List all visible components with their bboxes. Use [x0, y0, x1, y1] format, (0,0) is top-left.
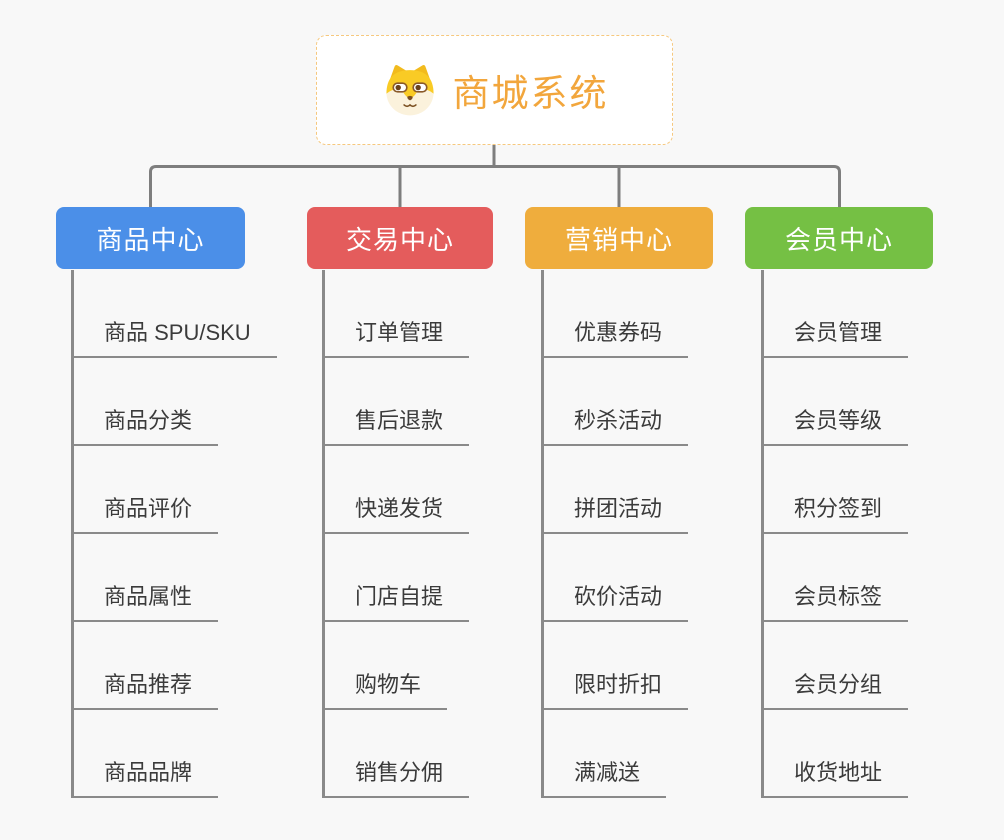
- child-node[interactable]: 积分签到: [761, 491, 909, 534]
- root-label: 商城系统: [452, 73, 609, 114]
- child-node[interactable]: 商品分类: [71, 403, 219, 446]
- child-node[interactable]: 限时折扣: [541, 667, 689, 710]
- child-node[interactable]: 拼团活动: [541, 491, 689, 534]
- child-node[interactable]: 会员分组: [761, 667, 909, 710]
- child-row: 拼团活动: [541, 446, 689, 534]
- branch-children-product-center: 商品 SPU/SKU 商品分类 商品评价 商品属性 商品推荐 商品品牌: [71, 270, 277, 798]
- branch-node-member-center[interactable]: 会员中心: [745, 207, 933, 269]
- child-node[interactable]: 商品评价: [71, 491, 219, 534]
- root-node[interactable]: 商城系统: [316, 35, 673, 145]
- child-row: 商品分类: [71, 358, 277, 446]
- branch-children-member-center: 会员管理 会员等级 积分签到 会员标签 会员分组 收货地址: [761, 270, 909, 798]
- child-node[interactable]: 优惠券码: [541, 315, 689, 358]
- child-node[interactable]: 商品属性: [71, 579, 219, 622]
- branch-node-marketing-center[interactable]: 营销中心: [525, 207, 713, 269]
- trunk-line: [761, 270, 764, 798]
- child-row: 积分签到: [761, 446, 909, 534]
- child-row: 砍价活动: [541, 534, 689, 622]
- child-node[interactable]: 满减送: [541, 755, 667, 798]
- branch-connector-path: [149, 165, 841, 207]
- child-node[interactable]: 砍价活动: [541, 579, 689, 622]
- child-row: 商品属性: [71, 534, 277, 622]
- child-node[interactable]: 购物车: [322, 667, 448, 710]
- child-row: 优惠券码: [541, 270, 689, 358]
- branch-node-product-center[interactable]: 商品中心: [56, 207, 245, 269]
- child-row: 收货地址: [761, 710, 909, 798]
- child-row: 购物车: [322, 622, 469, 710]
- child-row: 商品 SPU/SKU: [71, 270, 277, 358]
- child-node[interactable]: 订单管理: [322, 315, 470, 358]
- trunk-line: [322, 270, 325, 798]
- child-node[interactable]: 快递发货: [322, 491, 470, 534]
- child-node[interactable]: 会员标签: [761, 579, 909, 622]
- child-row: 快递发货: [322, 446, 470, 534]
- child-row: 会员等级: [761, 358, 909, 446]
- child-node[interactable]: 商品推荐: [71, 667, 219, 710]
- trunk-line: [71, 270, 74, 798]
- child-row: 会员标签: [761, 534, 909, 622]
- child-node[interactable]: 会员等级: [761, 403, 909, 446]
- child-node[interactable]: 商品 SPU/SKU: [71, 315, 277, 358]
- child-node[interactable]: 会员管理: [761, 315, 909, 358]
- child-row: 会员管理: [761, 270, 909, 358]
- trunk-line: [541, 270, 544, 798]
- branch-node-trade-center[interactable]: 交易中心: [307, 207, 493, 269]
- child-row: 商品评价: [71, 446, 277, 534]
- branch-children-trade-center: 订单管理 售后退款 快递发货 门店自提 购物车 销售分佣: [322, 270, 470, 798]
- child-node[interactable]: 售后退款: [322, 403, 470, 446]
- child-row: 商品推荐: [71, 622, 277, 710]
- child-node[interactable]: 商品品牌: [71, 755, 219, 798]
- child-row: 销售分佣: [322, 710, 470, 798]
- child-row: 满减送: [541, 710, 688, 798]
- child-row: 秒杀活动: [541, 358, 689, 446]
- child-row: 会员分组: [761, 622, 909, 710]
- child-node[interactable]: 秒杀活动: [541, 403, 689, 446]
- child-node[interactable]: 门店自提: [322, 579, 470, 622]
- child-row: 订单管理: [322, 270, 470, 358]
- branch-children-marketing-center: 优惠券码 秒杀活动 拼团活动 砍价活动 限时折扣 满减送: [541, 270, 689, 798]
- child-row: 限时折扣: [541, 622, 689, 710]
- child-row: 商品品牌: [71, 710, 277, 798]
- child-node[interactable]: 收货地址: [761, 755, 909, 798]
- child-node[interactable]: 销售分佣: [322, 755, 470, 798]
- child-row: 门店自提: [322, 534, 470, 622]
- dog-face-icon: [385, 65, 434, 116]
- child-row: 售后退款: [322, 358, 470, 446]
